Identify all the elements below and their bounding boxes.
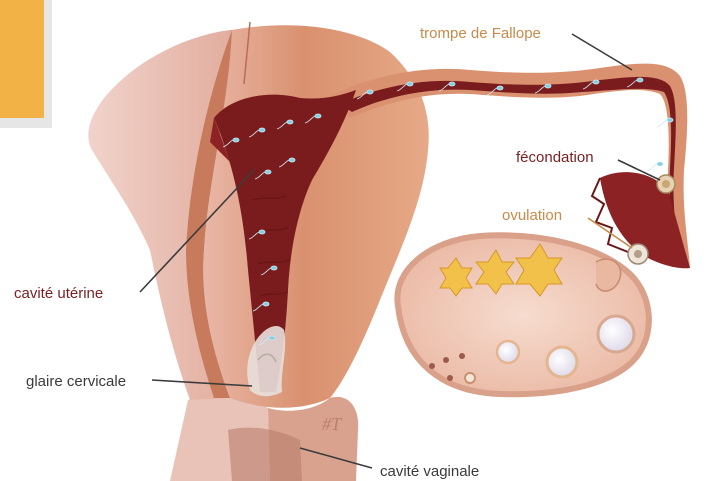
artist-signature-mark: #T — [322, 414, 343, 434]
sperm-icon — [647, 162, 663, 171]
ovary — [397, 235, 649, 394]
inset-image-corner — [0, 0, 52, 128]
label-ovulation: ovulation — [502, 207, 562, 224]
leader-fallopian-tube — [572, 34, 632, 70]
fertilized-egg — [657, 175, 675, 193]
vaginal-canal — [170, 396, 358, 481]
label-fertilization: fécondation — [516, 149, 594, 166]
label-fallopian-tube: trompe de Fallope — [420, 25, 541, 42]
label-uterine-cavity: cavité utérine — [14, 285, 103, 302]
label-cervical-mucus: glaire cervicale — [26, 373, 126, 390]
label-vaginal-cavity: cavité vaginale — [380, 463, 479, 480]
